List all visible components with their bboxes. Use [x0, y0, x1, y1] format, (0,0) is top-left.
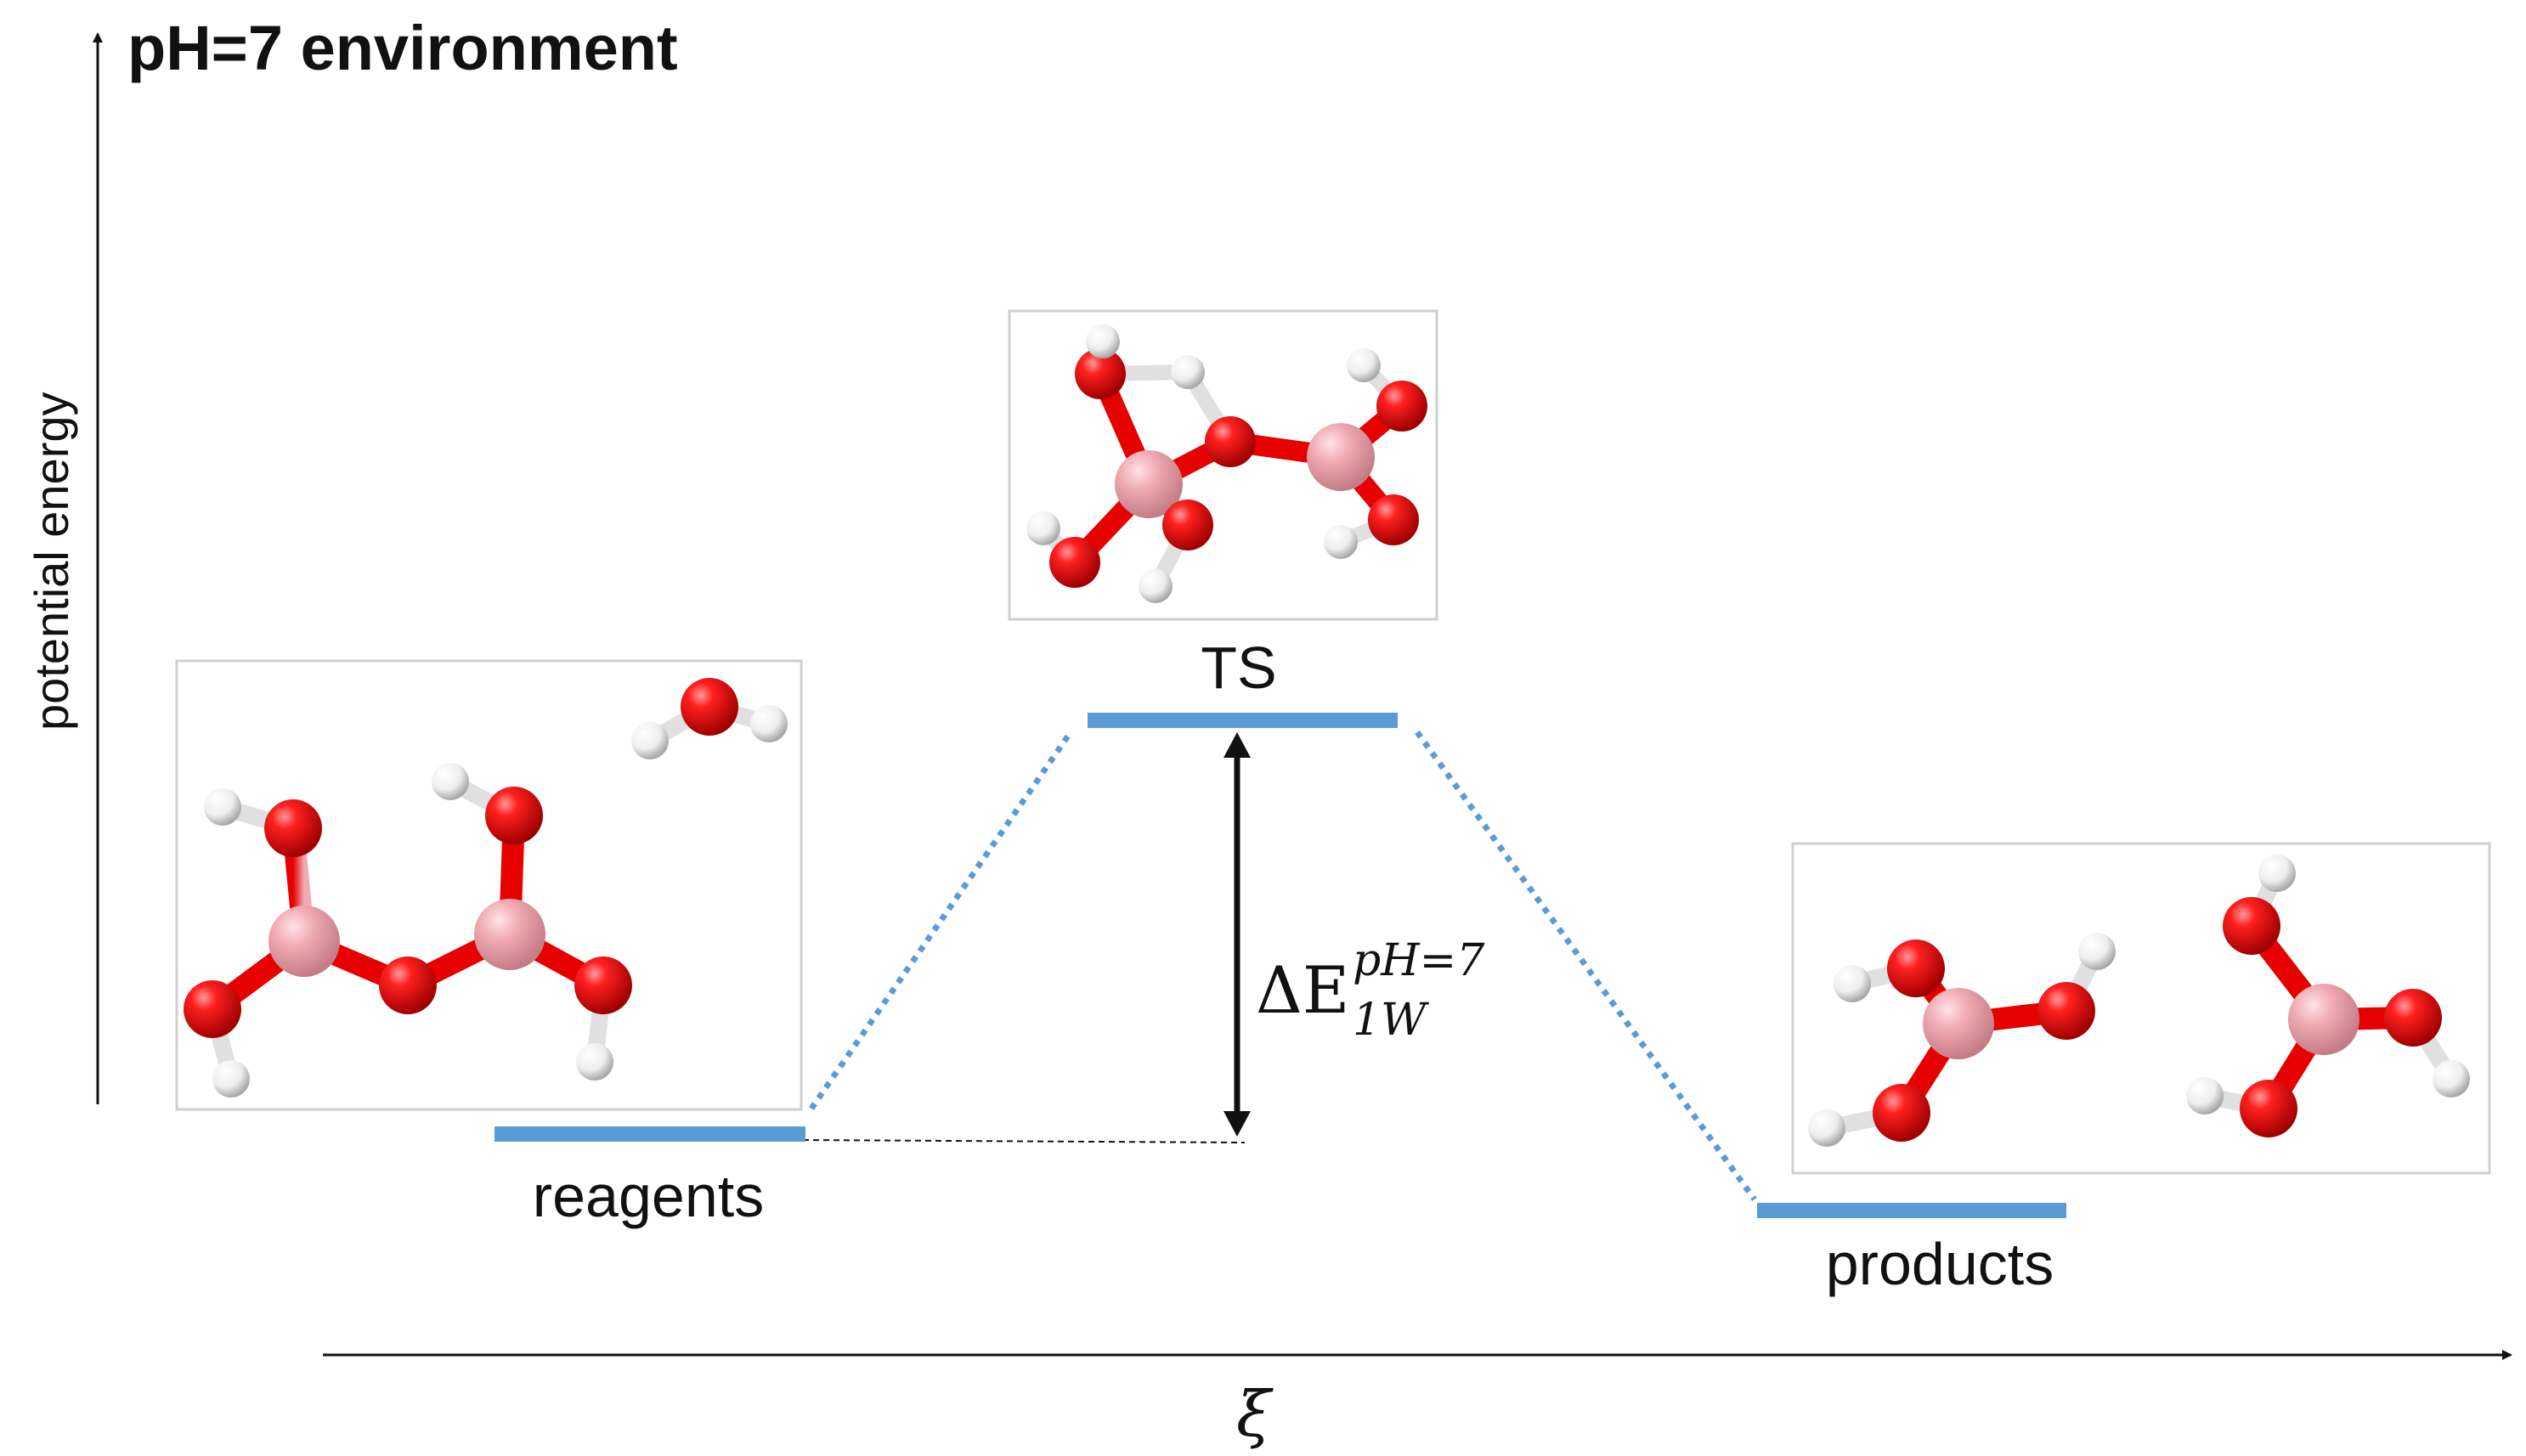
connector-reagents-ts — [809, 731, 1073, 1110]
barrier-delta-e: ΔE — [1256, 952, 1349, 1028]
reagents-molecule-image — [175, 659, 803, 1111]
reference-dashed-line — [802, 1139, 1246, 1143]
label-products: products — [1826, 1231, 2054, 1297]
x-axis-label: ξ — [1236, 1378, 1274, 1451]
barrier-arrow-head-down — [1223, 1111, 1251, 1137]
diagram-title: pH=7 environment — [127, 13, 678, 83]
barrier-subscript: 1W — [1353, 995, 1429, 1046]
ts-molecule-image — [1008, 309, 1438, 621]
y-axis-label: potential energy — [25, 392, 78, 731]
label-ts: TS — [1201, 635, 1276, 701]
products-molecule-image — [1791, 842, 2491, 1175]
barrier-arrow-head-up — [1223, 732, 1251, 758]
barrier-superscript: pH=7 — [1353, 935, 1485, 986]
label-reagents: reagents — [533, 1163, 764, 1229]
